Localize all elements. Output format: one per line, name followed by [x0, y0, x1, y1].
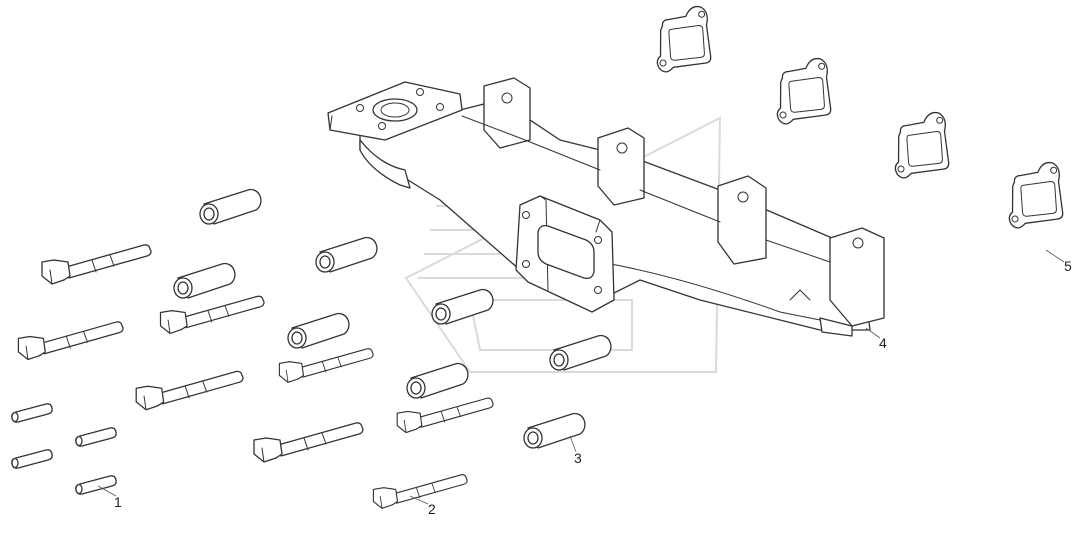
spacer-4 — [287, 312, 350, 349]
callout-1: 1 — [114, 494, 122, 510]
bolt-5 — [278, 348, 374, 383]
spacer-8 — [523, 412, 586, 449]
spacer-6 — [406, 362, 469, 399]
stud-2 — [11, 449, 53, 469]
spacer-7 — [549, 334, 612, 371]
spacer-3 — [315, 236, 378, 273]
bolt-7 — [396, 397, 494, 434]
spacer-2 — [173, 262, 236, 299]
gasket-1 — [653, 5, 713, 74]
bolt-1 — [41, 244, 152, 285]
callout-4: 4 — [879, 335, 887, 351]
callout-2: 2 — [428, 501, 436, 517]
stud-4 — [75, 475, 117, 495]
exhaust-manifold — [327, 77, 885, 337]
bolt-3 — [159, 295, 265, 335]
callout-3: 3 — [574, 450, 582, 466]
bolt-4 — [135, 370, 244, 411]
bolt-6 — [253, 422, 364, 463]
spacer-5 — [431, 288, 494, 325]
gasket-2 — [773, 57, 833, 126]
bolt-8 — [372, 474, 468, 509]
leader-lines — [97, 249, 1065, 505]
spacer-1 — [199, 188, 262, 225]
gasket-3 — [891, 111, 951, 180]
stud-1 — [11, 403, 53, 423]
gasket-4 — [1005, 161, 1065, 230]
bolt-2 — [17, 321, 124, 361]
stud-3 — [75, 427, 117, 447]
callout-5: 5 — [1064, 258, 1072, 274]
